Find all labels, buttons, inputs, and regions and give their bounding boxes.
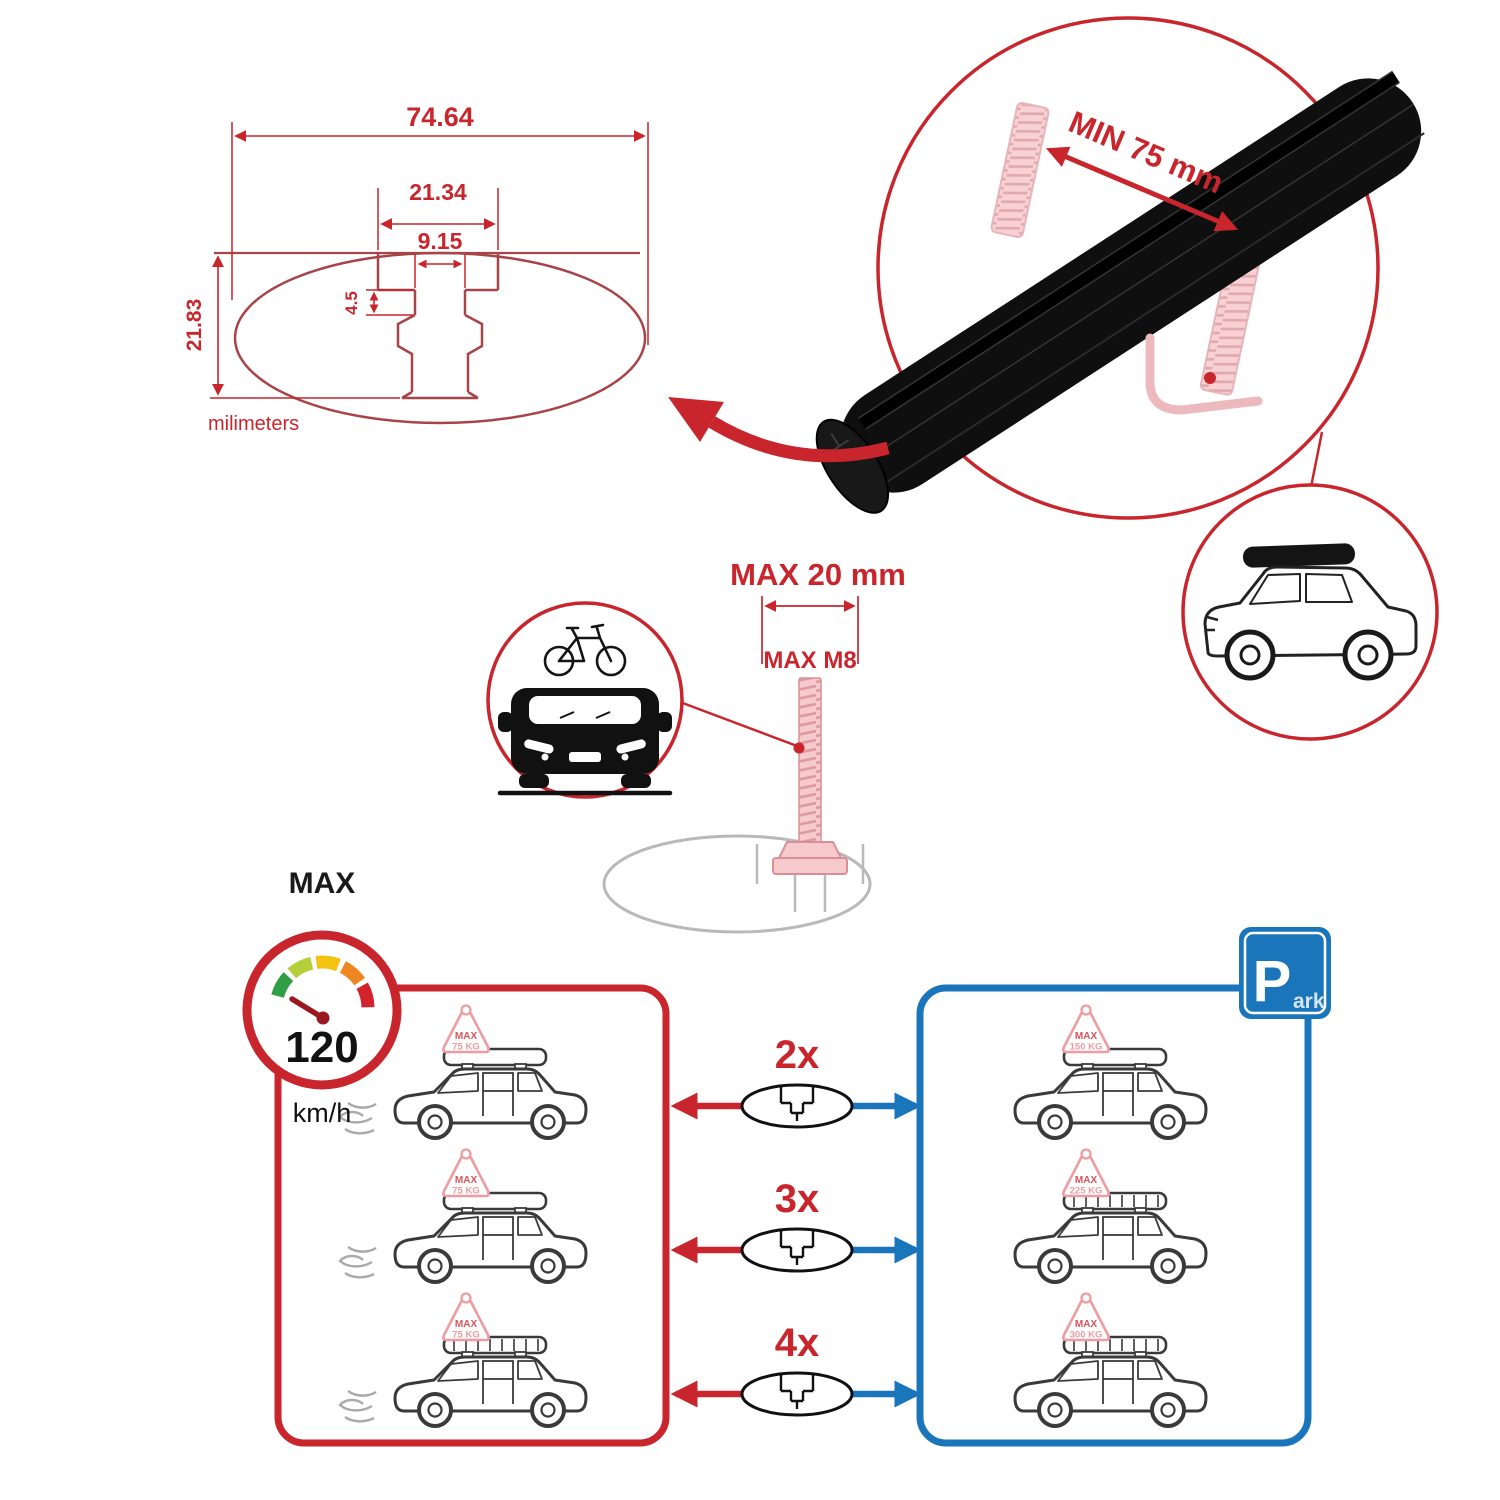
dimension-inner-slot: 9.15 xyxy=(414,228,466,288)
svg-text:MAX: MAX xyxy=(1075,1319,1098,1330)
svg-text:75 KG: 75 KG xyxy=(452,1330,479,1341)
load-tag: MAX 225 KG xyxy=(1062,1148,1110,1198)
dimension-total-width: 74.64 xyxy=(231,102,649,345)
svg-text:MAX: MAX xyxy=(455,1319,478,1330)
t-bolt-icon xyxy=(772,677,848,875)
load-tag: MAX 150 KG xyxy=(1062,1004,1110,1054)
circle-connector-line xyxy=(1309,431,1324,488)
bar-count-rows: 2x 3x 4x xyxy=(670,1033,922,1417)
crossbar-section-icon xyxy=(740,1227,854,1273)
park-sign-p: P xyxy=(1253,949,1292,1014)
svg-text:MAX: MAX xyxy=(1075,1031,1098,1042)
load-tag: MAX 75 KG xyxy=(442,1292,490,1342)
dimension-lip-depth: 4.5 xyxy=(342,289,413,316)
park-sign: P ark xyxy=(1239,927,1331,1019)
bar-count-row-2x: 2x xyxy=(670,1033,922,1129)
units-label: milimeters xyxy=(208,413,299,435)
load-tag: MAX 300 KG xyxy=(1062,1292,1110,1342)
speed-value: 120 xyxy=(285,1023,358,1072)
crossbar-section-icon xyxy=(740,1083,854,1129)
bolt-spec-diagram: MAX 20 mm MAX M8 xyxy=(602,557,906,934)
min-span-arrow xyxy=(1045,146,1239,232)
dim-lip-depth-value: 4.5 xyxy=(342,291,361,315)
moving-cars: MAX 75 KG MAX 75 KG MAX 75 KG xyxy=(338,1004,588,1428)
svg-text:75 KG: 75 KG xyxy=(452,1042,479,1053)
svg-text:225 KG: 225 KG xyxy=(1070,1186,1103,1197)
bar-count-label: 3x xyxy=(775,1177,820,1221)
faded-channel-lines xyxy=(755,844,865,912)
speed-units: km/h xyxy=(293,1098,352,1128)
park-sign-ark: ark xyxy=(1293,990,1325,1013)
svg-text:300 KG: 300 KG xyxy=(1070,1330,1103,1341)
bike-car-circle xyxy=(486,601,805,799)
gauge-pivot xyxy=(316,1011,330,1025)
bolt-max-thread-label: MAX M8 xyxy=(763,647,856,674)
dim-outer-slot-value: 21.34 xyxy=(409,179,467,205)
suv-with-roofbox-icon xyxy=(1203,543,1418,681)
faded-bracket-icon xyxy=(1145,333,1263,415)
cross-section-diagram: 74.64 21.34 9.15 4.5 21.83 mil xyxy=(183,102,649,435)
bar-count-label: 4x xyxy=(775,1321,820,1365)
bar-count-label: 2x xyxy=(775,1033,820,1077)
faded-bolt-icon xyxy=(990,102,1050,238)
t-slot-channel xyxy=(376,253,500,400)
dim-height-value: 21.83 xyxy=(183,299,206,352)
pointer-arrow xyxy=(668,397,890,463)
car-front-icon xyxy=(497,688,673,796)
bike-icon xyxy=(543,623,627,677)
svg-text:75 KG: 75 KG xyxy=(452,1186,479,1197)
svg-text:MAX: MAX xyxy=(1075,1175,1098,1186)
crossbar-detail-circle: MIN 75 mm xyxy=(815,16,1425,520)
dim-total-width-value: 74.64 xyxy=(406,102,474,132)
dimension-height: 21.83 xyxy=(183,255,400,399)
suv-roofbox-circle xyxy=(1181,431,1439,741)
bracket-dot xyxy=(1204,372,1216,384)
speed-limit-badge: MAX 120 km/h xyxy=(242,867,402,1128)
svg-text:MAX: MAX xyxy=(455,1031,478,1042)
parked-cars: MAX 150 KG MAX 225 KG MAX 300 KG xyxy=(1013,1004,1208,1428)
bar-count-row-4x: 4x xyxy=(670,1321,922,1417)
callout-dot xyxy=(793,742,805,754)
svg-text:150 KG: 150 KG xyxy=(1070,1042,1103,1053)
crossbar-section-icon xyxy=(740,1371,854,1417)
svg-text:MAX: MAX xyxy=(455,1175,478,1186)
dimension-outer-slot: 21.34 xyxy=(377,179,499,250)
load-tag: MAX 75 KG xyxy=(442,1148,490,1198)
load-tag: MAX 75 KG xyxy=(442,1004,490,1054)
dim-inner-slot-value: 9.15 xyxy=(418,228,463,254)
bar-count-row-3x: 3x xyxy=(670,1177,922,1273)
speed-max-label: MAX xyxy=(289,867,356,900)
bolt-callout-line xyxy=(679,700,798,748)
faded-profile-ellipse xyxy=(602,834,872,934)
crossbar-3d xyxy=(815,70,1425,514)
bolt-max-length-label: MAX 20 mm xyxy=(730,557,906,592)
gauge-arc xyxy=(271,955,375,1008)
